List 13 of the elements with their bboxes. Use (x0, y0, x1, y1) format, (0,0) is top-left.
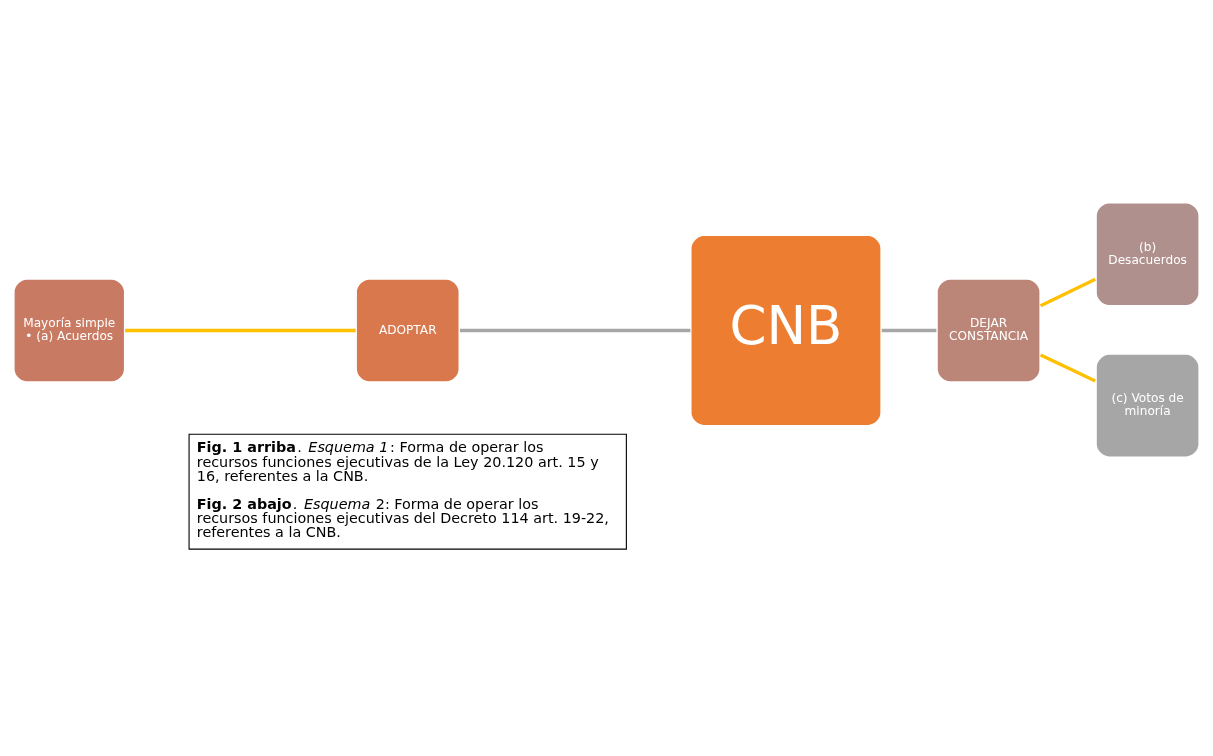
node-box: Mayoría simple • (a) Acuerdos (12, 277, 127, 384)
node-box: (c) Votos de minoría (1094, 352, 1201, 459)
connector (459, 328, 691, 333)
connector (881, 328, 937, 333)
node-box: DEJAR CONSTANCIA (935, 277, 1042, 384)
connector (125, 328, 356, 333)
label: Fig. 1 arriba. Esquema 1: Forma de operar los recursos funciones ejecutivas de la Ley 20.120 art. 15 y 16, referentes a la CNB. (196, 439, 599, 485)
node-box: (b) Desacuerdos (1094, 201, 1201, 308)
connector (1039, 277, 1097, 308)
label: Fig. 2 abajo. Esquema 2: Forma de operar los recursos funciones ejecutivas del Decreto 114 art. 19-22, referentes a la CNB. (196, 495, 609, 541)
node-box: CNB (689, 233, 883, 428)
connector (1039, 353, 1096, 383)
node-box: ADOPTAR (354, 277, 461, 384)
